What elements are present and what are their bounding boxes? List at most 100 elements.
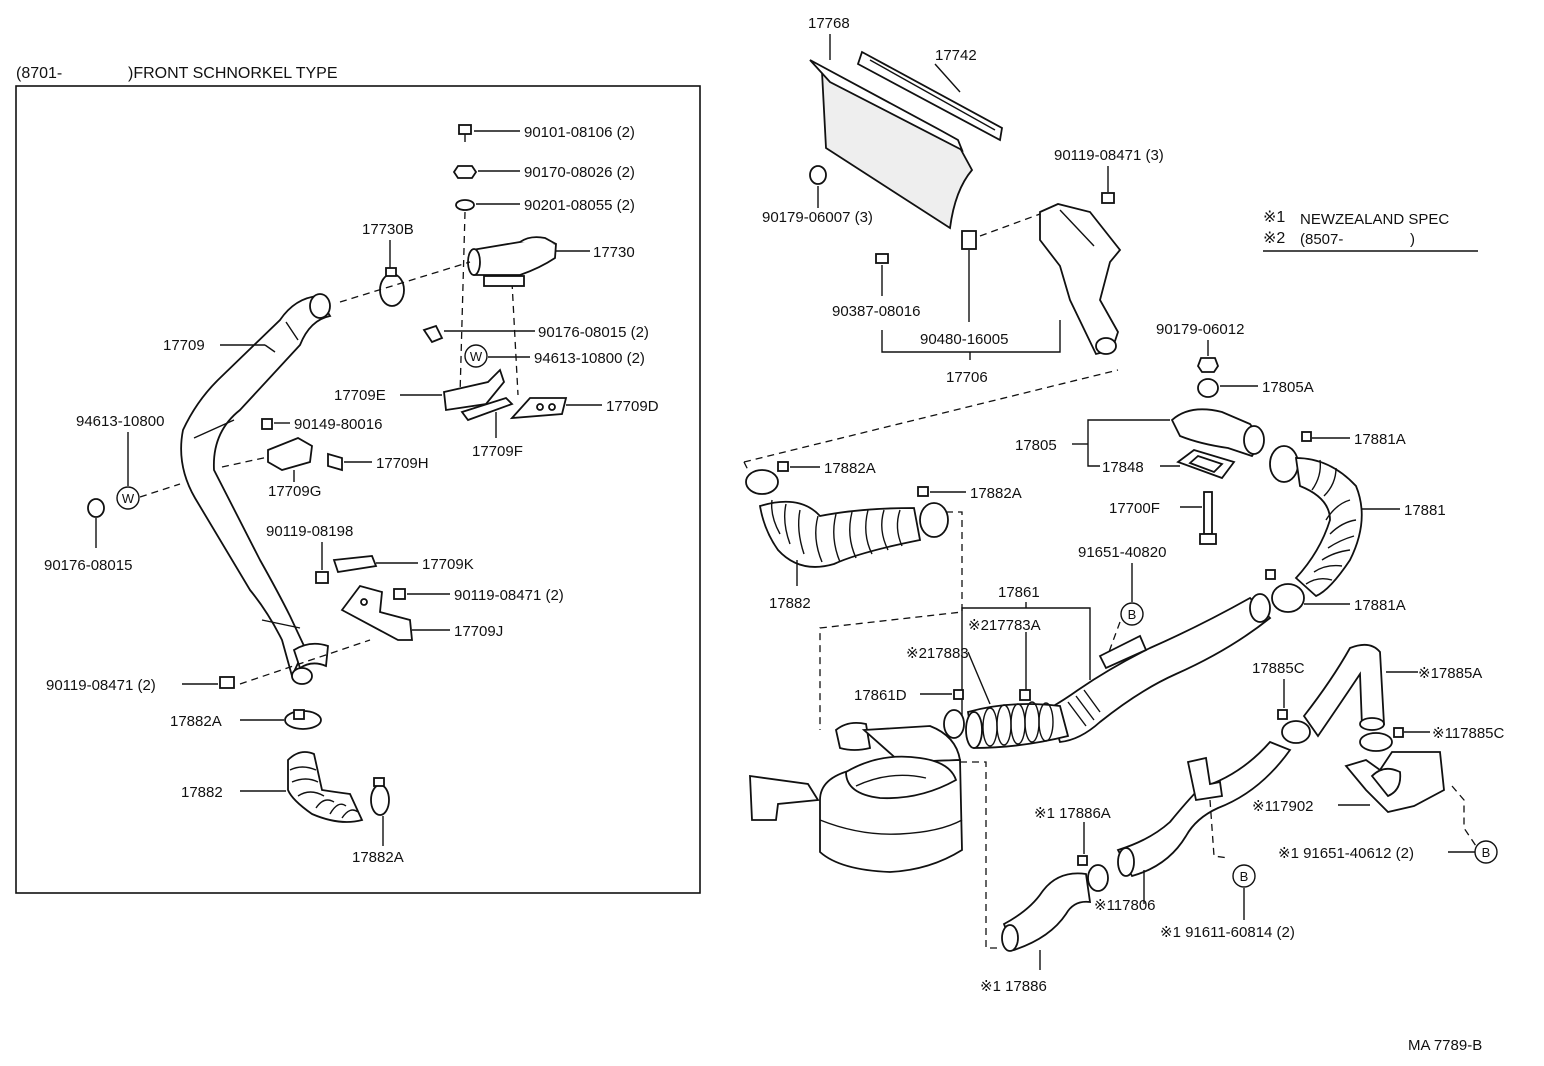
- label-17902: ※117902: [1252, 798, 1314, 815]
- label-17882-left: 17882: [181, 784, 223, 801]
- clamp-17783A: [1019, 689, 1031, 701]
- label-17706: 17706: [946, 369, 988, 386]
- label-17709K: 17709K: [422, 556, 474, 573]
- connector-symbol-b-right: B: [1474, 840, 1498, 864]
- label-90119-08198: 90119-08198: [266, 523, 353, 540]
- label-17805A: 17805A: [1262, 379, 1314, 396]
- panel-title-text: )FRONT SCHNORKEL TYPE: [128, 65, 338, 82]
- label-91611-60814: ※1 91611-60814 (2): [1160, 924, 1295, 941]
- label-90119-08471-lower: 90119-08471 (2): [46, 677, 156, 694]
- hose-17881: [1294, 457, 1363, 598]
- label-17886A: ※1 17886A: [1034, 805, 1111, 822]
- bolt-90119-08471-top: [1101, 192, 1115, 204]
- label-17848: 17848: [1102, 459, 1144, 476]
- washer-symbol-94613-lower: W: [116, 486, 140, 510]
- stud-17700F: [1199, 491, 1217, 545]
- pipe-17709: [180, 293, 332, 685]
- svg-text:B: B: [1240, 869, 1249, 884]
- label-90387: 90387-08016: [832, 303, 920, 320]
- label-17882A-right-upper: 17882A: [824, 460, 876, 477]
- plate-17768: [809, 59, 974, 230]
- label-17881: 17881: [1404, 502, 1446, 519]
- label-17805: 17805: [1015, 437, 1057, 454]
- label-17700F: 17700F: [1109, 500, 1160, 517]
- bolt-90119-08471-mid: [393, 588, 406, 600]
- cushion-17805A: [1197, 378, 1219, 398]
- drawing-id: MA 7789-B: [1408, 1037, 1482, 1054]
- label-17709D: 17709D: [606, 398, 659, 415]
- legend-note1-mark: ※1: [1263, 209, 1285, 226]
- label-17883: ※217883: [906, 645, 969, 662]
- clamp-17882A-lower: [370, 777, 390, 816]
- bolt-90101: [458, 124, 472, 142]
- nut-90179-06012: [1196, 357, 1220, 373]
- legend-note2-mark: ※2: [1263, 230, 1285, 247]
- nut-90179-06007: [809, 165, 827, 185]
- clamp-17861D: [943, 689, 965, 739]
- label-94613-lower: 94613-10800: [76, 413, 164, 430]
- label-90149: 90149-80016: [294, 416, 382, 433]
- clamp-17885C-upper: [1277, 709, 1311, 744]
- panel-title-code: (8701-: [16, 65, 62, 82]
- bracket-17709E: [443, 368, 506, 412]
- bracket-17709D: [509, 397, 568, 420]
- label-17768: 17768: [808, 15, 850, 32]
- clamp-17730B: [379, 267, 405, 307]
- inlet-17706: [1039, 203, 1122, 356]
- label-90480: 90480-16005: [920, 331, 1008, 348]
- svg-text:W: W: [122, 491, 135, 506]
- bracket-17709G: [267, 437, 313, 471]
- bracket-17742: [856, 50, 1003, 142]
- label-90179-06012: 90179-06012: [1156, 321, 1244, 338]
- bracket-17709K: [332, 555, 378, 574]
- label-17709G: 17709G: [268, 483, 321, 500]
- bellows-17883: [965, 701, 1070, 749]
- clamp-17885C-right: [1359, 727, 1404, 752]
- label-17783A: ※217783A: [968, 617, 1041, 634]
- label-90176-lower: 90176-08015: [44, 557, 132, 574]
- elbow-17805: [1170, 408, 1265, 458]
- label-17881A-upper: 17881A: [1354, 431, 1406, 448]
- svg-text:B: B: [1128, 607, 1137, 622]
- label-90176-upper: 90176-08015 (2): [538, 324, 649, 341]
- label-17882A-right-lower: 17882A: [970, 485, 1022, 502]
- svg-text:B: B: [1482, 845, 1491, 860]
- label-91651-40612: ※1 91651-40612 (2): [1278, 845, 1414, 862]
- clamp-17886A: [1077, 855, 1109, 892]
- label-17742: 17742: [935, 47, 977, 64]
- nut-90170: [452, 165, 478, 179]
- label-90119-08471-mid: 90119-08471 (2): [454, 587, 564, 604]
- connector-symbol-b-upper: B: [1120, 602, 1144, 626]
- label-17709E: 17709E: [334, 387, 386, 404]
- label-17709H: 17709H: [376, 455, 429, 472]
- bracket-17902: [1344, 751, 1445, 813]
- clamp-17882A-upper: [284, 709, 322, 730]
- label-17709F: 17709F: [472, 443, 523, 460]
- pad-17709H: [327, 452, 343, 472]
- bolt-90119-08198: [315, 571, 329, 584]
- label-90179-06007: 90179-06007 (3): [762, 209, 873, 226]
- hose-17882-left: [287, 751, 364, 823]
- label-90119-08471-top: 90119-08471 (3): [1054, 147, 1164, 164]
- washer-90201: [455, 199, 475, 211]
- legend-note2-close: ): [1410, 231, 1415, 248]
- washer-symbol-94613-upper: W: [464, 344, 488, 368]
- label-90170: 90170-08026 (2): [524, 164, 635, 181]
- label-17882A-lower: 17882A: [352, 849, 404, 866]
- label-17882A-upper: 17882A: [170, 713, 222, 730]
- label-90201: 90201-08055 (2): [524, 197, 635, 214]
- panel-frame: [15, 85, 701, 894]
- label-17882-right: 17882: [769, 595, 811, 612]
- label-17861D: 17861D: [854, 687, 907, 704]
- duct-17861: [1048, 593, 1272, 743]
- gasket-17848: [1176, 449, 1236, 480]
- label-17886: ※1 17886: [980, 978, 1047, 995]
- hose-17882-right: [758, 499, 922, 568]
- label-17861: 17861: [998, 584, 1040, 601]
- label-90101: 90101-08106 (2): [524, 124, 635, 141]
- air-cleaner-housing: [749, 721, 963, 873]
- nut-90176-lower: [87, 498, 105, 518]
- label-91651-40820: 91651-40820: [1078, 544, 1166, 561]
- label-17709J: 17709J: [454, 623, 503, 640]
